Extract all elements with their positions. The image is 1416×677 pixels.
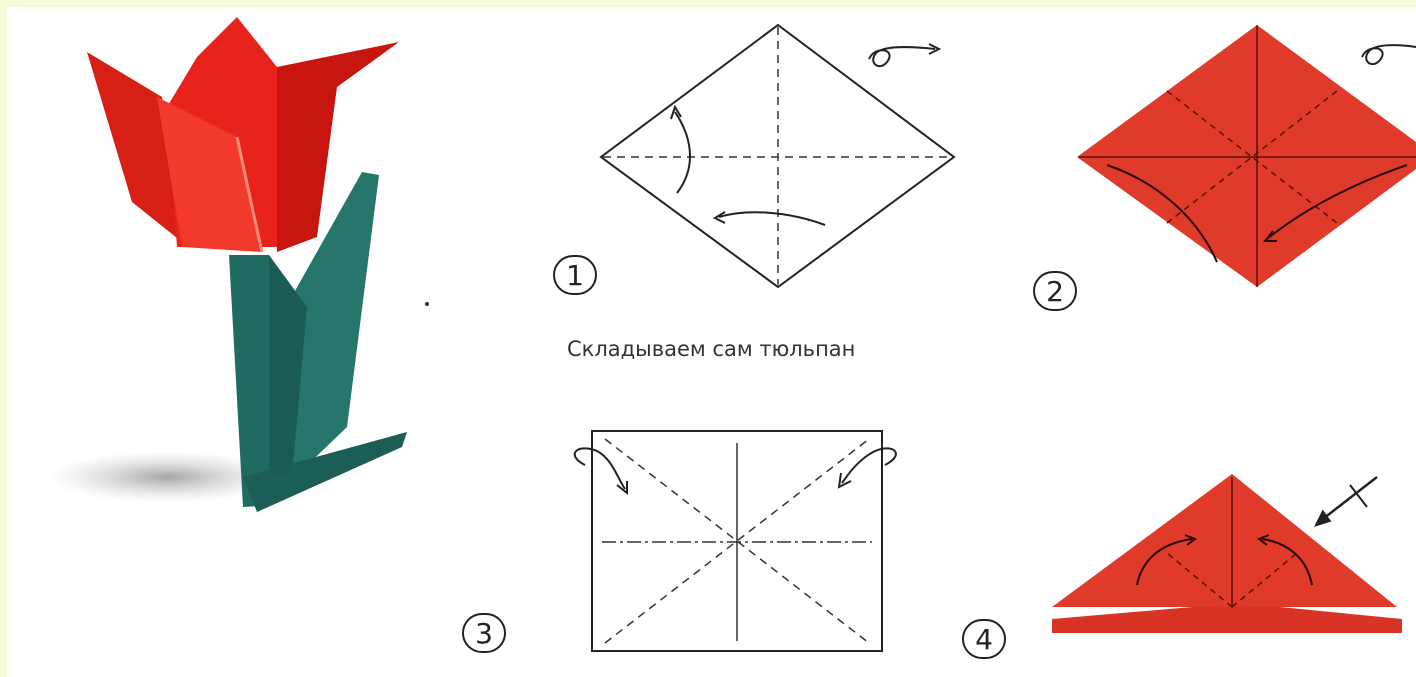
step-1-number: 1 bbox=[553, 255, 597, 295]
step-3-number: 3 bbox=[462, 613, 506, 653]
instruction-caption: Складываем сам тюльпан bbox=[567, 337, 855, 361]
step-2-number: 2 bbox=[1033, 271, 1077, 311]
step-4-number: 4 bbox=[962, 619, 1006, 659]
origami-instructions: 1 2 3 4 Складываем сам тюльпан bbox=[7, 7, 1416, 677]
